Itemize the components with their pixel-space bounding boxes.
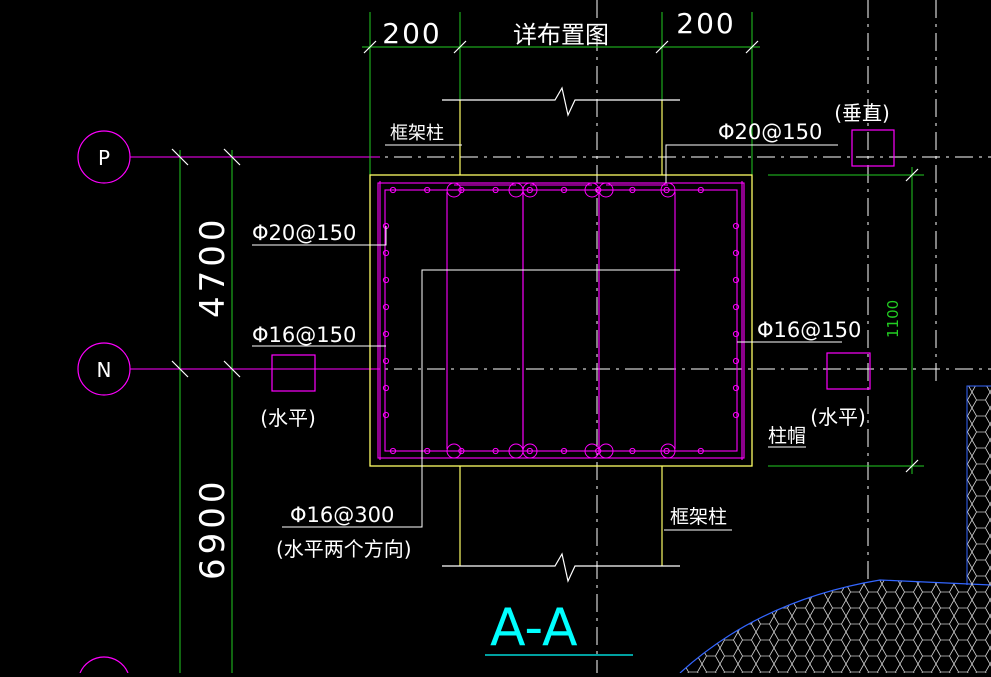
rebar-dot — [526, 186, 533, 194]
rebar-dot — [526, 447, 533, 455]
dim-tick-right-bottom — [905, 459, 919, 473]
axis-bubble-partial — [79, 656, 129, 674]
vertical-note-box — [851, 129, 895, 167]
axis-bubble-p[interactable]: P — [77, 130, 131, 184]
earth-boundary-bottom — [679, 579, 991, 674]
earth-hatch-bottom — [680, 580, 991, 673]
dim-left-width: 200 — [382, 17, 441, 50]
rebar-dot — [560, 447, 568, 455]
horizontal-note-right: (水平) — [810, 405, 866, 429]
dim-tick-top-a — [363, 40, 377, 54]
earth-hatch-right — [967, 386, 991, 585]
rebar-dot — [458, 186, 465, 194]
rebar-dot — [595, 447, 602, 455]
stirrup — [446, 184, 524, 449]
column-cap-outline[interactable] — [369, 174, 753, 467]
rebar-dot — [595, 186, 602, 194]
horizontal-note-box-left — [271, 354, 316, 392]
horizontal-note-left: (水平) — [260, 406, 316, 430]
stirrup-hook — [660, 443, 676, 459]
dim-span-below: 6900 — [193, 477, 233, 580]
rebar-dot — [697, 186, 704, 194]
axis-label-n: N — [97, 358, 112, 382]
break-line-bottom — [442, 552, 680, 583]
dim-tick-n-2 — [223, 360, 241, 378]
earth-boundary-right — [966, 385, 991, 585]
stirrup-hook — [660, 182, 676, 198]
dim-tick-top-b — [453, 40, 467, 54]
axis-bubble-n[interactable]: N — [77, 342, 131, 396]
stirrup-hook — [598, 443, 614, 459]
leader-left-upper — [252, 226, 387, 246]
vertical-note: (垂直) — [834, 101, 890, 125]
rebar-dot — [732, 222, 740, 230]
rebar-dot — [629, 186, 636, 194]
rebar-stirrups — [446, 182, 676, 459]
rebar-dot — [389, 447, 397, 455]
rebar-dot — [732, 411, 740, 419]
two-way-note: (水平两个方向) — [276, 537, 412, 561]
dim-span-pn: 4700 — [193, 215, 233, 318]
stirrup-hook — [522, 443, 538, 459]
stirrup — [598, 184, 676, 449]
dim-tick-p-1 — [171, 148, 189, 166]
dim-tick-p-2 — [223, 148, 241, 166]
rebar-dot — [492, 447, 499, 455]
rebar-dot — [382, 357, 390, 365]
column-cap-label: 柱帽 — [768, 425, 806, 447]
rebar-dot — [732, 357, 740, 365]
section-title: A-A — [490, 598, 578, 658]
dim-tick-right-top — [905, 168, 919, 182]
rebar-dot — [424, 447, 431, 455]
frame-column-top-label: 框架柱 — [390, 123, 444, 144]
rebar-label-bottom-left: Φ16@300 — [290, 503, 394, 527]
rebar-dot — [663, 447, 670, 455]
rebar-dot — [732, 384, 740, 392]
rebar-cage — [377, 181, 745, 460]
rebar-dot — [424, 186, 431, 194]
rebar-dot — [560, 186, 568, 194]
stirrup-hook — [522, 182, 538, 198]
rebar-dot — [382, 249, 390, 257]
stirrup — [522, 184, 600, 449]
rebar-dot — [389, 186, 397, 194]
rebar-dots — [382, 186, 740, 455]
frame-column-bottom-label: 框架柱 — [670, 506, 727, 528]
rebar-label-left-upper: Φ20@150 — [252, 221, 356, 245]
break-line-top — [442, 86, 680, 117]
axis-label-p: P — [98, 146, 110, 170]
leader-top-right — [665, 144, 838, 183]
rebar-dot — [732, 303, 740, 311]
rebar-label-right-middle: Φ16@150 — [757, 318, 861, 342]
dim-right-width: 200 — [676, 7, 735, 40]
stirrup-hook — [598, 182, 614, 198]
rebar-dot — [492, 186, 499, 194]
dim-tick-top-d — [745, 40, 759, 54]
dim-cap-height: 1100 — [884, 300, 902, 338]
dim-detail-title: 详布置图 — [513, 21, 609, 49]
rebar-dot — [697, 447, 704, 455]
rebar-dot — [382, 303, 390, 311]
rebar-label-left-lower: Φ16@150 — [252, 323, 356, 347]
rebar-dot — [382, 330, 390, 338]
rebar-dot — [382, 384, 390, 392]
rebar-dot — [382, 411, 390, 419]
rebar-dot — [732, 330, 740, 338]
rebar-dot — [732, 276, 740, 284]
stirrup-hook — [446, 182, 462, 198]
dim-tick-top-c — [655, 40, 669, 54]
rebar-dot — [382, 276, 390, 284]
horizontal-note-box-right — [826, 352, 871, 390]
stirrup-hook — [446, 443, 462, 459]
rebar-dot — [663, 186, 670, 194]
rebar-dot — [458, 447, 465, 455]
rebar-dot — [732, 249, 740, 257]
rebar-dot — [629, 447, 636, 455]
leader-bottom-left — [282, 269, 680, 528]
dim-tick-n-1 — [171, 360, 189, 378]
rebar-label-top-right: Φ20@150 — [718, 120, 822, 144]
